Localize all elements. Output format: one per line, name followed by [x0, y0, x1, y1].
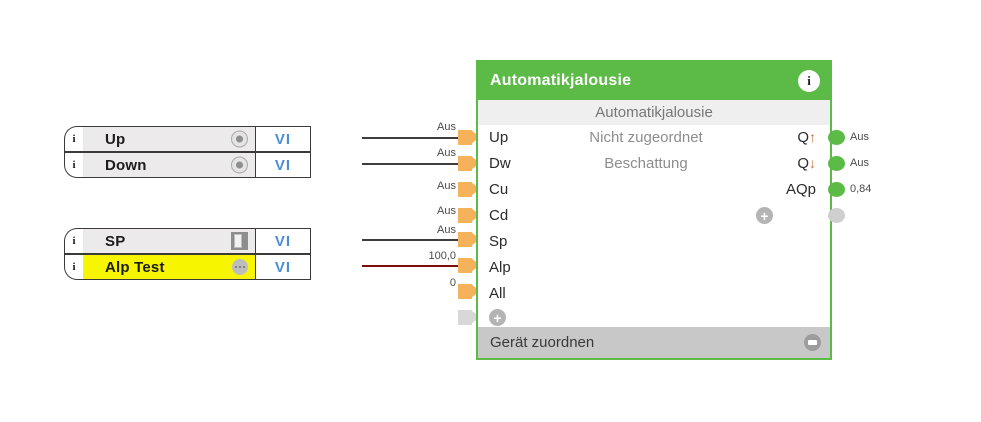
output-label-text: Q: [797, 155, 809, 172]
input-connector-dw[interactable]: [458, 156, 480, 171]
input-connector-cd[interactable]: [458, 208, 480, 223]
input-value-sp: Aus: [437, 224, 456, 236]
io-row-up[interactable]: Up Nicht zugeordnet Q↑: [478, 125, 830, 150]
arrow-up-icon: ↑: [809, 129, 816, 145]
io-row-cd[interactable]: Cd +: [478, 203, 830, 228]
io-row-dw[interactable]: Dw Beschattung Q↓: [478, 151, 830, 176]
wire-down-to-dw: [362, 163, 470, 165]
source-node-name-cell[interactable]: Up: [83, 126, 255, 152]
radio-icon[interactable]: [231, 130, 248, 148]
function-block-automatikjalousie[interactable]: Automatikjalousie i Automatikjalousie Up…: [476, 60, 832, 360]
source-node-alp-test[interactable]: i Alp Test VI: [64, 254, 311, 280]
input-connector-alp[interactable]: [458, 258, 480, 273]
output-label-aqp: AQp: [785, 181, 816, 198]
radio-icon[interactable]: [231, 156, 248, 174]
info-badge-icon[interactable]: i: [64, 228, 83, 254]
row-middle-text: Nicht zugeordnet: [589, 129, 703, 146]
source-node-type-vi[interactable]: VI: [255, 152, 311, 178]
arrow-down-icon: ↓: [809, 155, 816, 171]
source-node-name-cell[interactable]: Alp Test: [83, 254, 255, 280]
input-label-alp: Alp: [489, 259, 511, 276]
function-block-title: Automatikjalousie: [490, 72, 632, 89]
input-label-cu: Cu: [489, 181, 509, 198]
row-middle-text: Beschattung: [604, 155, 688, 172]
function-block-footer[interactable]: Gerät zuordnen: [478, 327, 830, 358]
output-port-q-down[interactable]: [828, 156, 845, 171]
output-label-q-down: Q↓: [756, 155, 830, 172]
io-row-sp[interactable]: Sp: [478, 229, 830, 254]
wire-up-to-up: [362, 137, 470, 139]
input-connector-up[interactable]: [458, 130, 480, 145]
input-connector-all[interactable]: [458, 284, 480, 299]
input-connector-add[interactable]: [458, 310, 480, 325]
wire-alptest-to-alp: [362, 265, 470, 267]
source-node-type-vi[interactable]: VI: [255, 228, 311, 254]
assign-device-label: Gerät zuordnen: [490, 334, 595, 351]
function-block-header[interactable]: Automatikjalousie i: [478, 62, 830, 100]
output-port-aqp[interactable]: [828, 182, 845, 197]
source-node-group-2[interactable]: i SP VI i Alp Test VI: [64, 228, 311, 280]
source-node-group-1[interactable]: i Up VI i Down VI: [64, 126, 311, 178]
input-value-dw: Aus: [437, 147, 456, 159]
output-port-add[interactable]: [828, 208, 845, 223]
output-value-aqp: 0,84: [850, 183, 872, 195]
gear-icon[interactable]: [804, 334, 821, 351]
source-node-sp[interactable]: i SP VI: [64, 228, 311, 254]
output-port-q-up[interactable]: [828, 130, 845, 145]
add-output-slot[interactable]: +: [756, 207, 830, 224]
input-label-up: Up: [489, 129, 509, 146]
plus-icon[interactable]: +: [489, 309, 506, 326]
io-row-alp[interactable]: Alp: [478, 255, 830, 280]
input-value-alp: 100,0: [428, 250, 456, 262]
input-value-all: 0: [449, 277, 456, 289]
source-node-name-cell[interactable]: Down: [83, 152, 255, 178]
output-label-q-up: Q↑: [756, 129, 830, 146]
function-block-subtitle: Automatikjalousie: [478, 100, 830, 125]
info-badge-icon[interactable]: i: [64, 126, 83, 152]
output-value-q-down: Aus: [850, 157, 869, 169]
plus-icon[interactable]: +: [756, 207, 773, 224]
source-node-label: SP: [105, 232, 126, 250]
source-node-label: Alp Test: [105, 258, 165, 276]
function-block-body: Up Nicht zugeordnet Q↑ Dw Beschattung Q↓…: [478, 125, 830, 327]
io-row-all[interactable]: All: [478, 281, 830, 306]
source-node-type-vi[interactable]: VI: [255, 126, 311, 152]
io-row-cu[interactable]: Cu AQp: [478, 177, 830, 202]
input-connector-sp[interactable]: [458, 232, 480, 247]
output-value-q-up: Aus: [850, 131, 869, 143]
info-icon[interactable]: i: [798, 70, 820, 92]
source-node-label: Up: [105, 130, 126, 148]
source-node-label: Down: [105, 156, 147, 174]
add-input-slot[interactable]: +: [478, 309, 536, 326]
dots-icon[interactable]: [232, 259, 248, 275]
input-value-cu: Aus: [437, 180, 456, 192]
input-value-up: Aus: [437, 121, 456, 133]
source-node-type-vi[interactable]: VI: [255, 254, 311, 280]
source-node-down[interactable]: i Down VI: [64, 152, 311, 178]
input-label-sp: Sp: [489, 233, 508, 250]
source-node-up[interactable]: i Up VI: [64, 126, 311, 152]
output-label-text: Q: [797, 129, 809, 146]
info-badge-icon[interactable]: i: [64, 152, 83, 178]
input-connector-cu[interactable]: [458, 182, 480, 197]
io-row-add-input[interactable]: +: [478, 305, 830, 330]
source-node-name-cell[interactable]: SP: [83, 228, 255, 254]
slider-icon[interactable]: [231, 232, 248, 250]
info-badge-icon[interactable]: i: [64, 254, 83, 280]
input-label-cd: Cd: [489, 207, 509, 224]
input-label-dw: Dw: [489, 155, 511, 172]
input-label-all: All: [489, 285, 506, 302]
input-value-cd: Aus: [437, 205, 456, 217]
wire-sp-to-sp: [362, 239, 470, 241]
